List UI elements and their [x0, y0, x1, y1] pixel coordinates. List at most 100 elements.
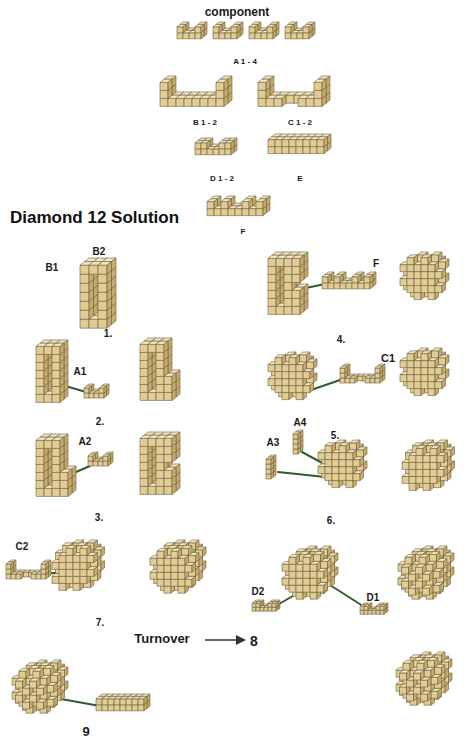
block-face [435, 262, 439, 272]
block-face [444, 546, 448, 556]
block-face [98, 319, 107, 328]
block-face [103, 461, 108, 466]
block-face [73, 583, 80, 590]
assembly [36, 434, 76, 496]
turnover-arrow [205, 635, 246, 645]
block-face [37, 702, 44, 709]
block-face [16, 574, 21, 579]
block-face [178, 558, 185, 565]
block-face [60, 480, 68, 488]
block-face [447, 577, 451, 587]
block-face [58, 687, 62, 697]
block-face [92, 384, 95, 391]
block-face [414, 382, 421, 389]
block-face [275, 386, 282, 393]
block-face [430, 469, 437, 476]
block-face [435, 358, 439, 368]
block-face [428, 279, 435, 286]
block-face [317, 147, 324, 154]
block-face [98, 301, 107, 310]
block-face [140, 352, 148, 360]
block-face [318, 467, 325, 474]
block-face [310, 369, 314, 379]
block-face [402, 581, 409, 588]
block-face [268, 607, 272, 611]
block-face [423, 574, 430, 581]
block-face [325, 446, 332, 453]
block-face [177, 33, 183, 39]
block-face [346, 467, 353, 474]
block-face [364, 277, 370, 283]
block-face [446, 273, 450, 283]
block-face [289, 564, 296, 571]
block-face [350, 443, 357, 450]
block-face [156, 438, 164, 446]
block-face [156, 384, 164, 392]
block-face [335, 553, 339, 563]
block-face [416, 581, 423, 588]
block-face [65, 667, 69, 677]
block-face [171, 579, 178, 586]
block-face [451, 567, 455, 577]
block-face [440, 568, 444, 578]
piece-c [6, 560, 51, 579]
block-face [432, 255, 439, 262]
block-face [99, 393, 104, 398]
block-face [252, 607, 256, 611]
block-face [222, 22, 225, 30]
piece-b [160, 76, 232, 106]
block-face [59, 569, 66, 576]
block-face [423, 588, 430, 595]
block-face [93, 454, 96, 461]
block-face [87, 569, 94, 576]
piece-a [266, 455, 276, 479]
block-face [346, 460, 353, 467]
block-face [36, 370, 44, 378]
block-face [213, 27, 219, 33]
block-face [40, 678, 47, 685]
block-face [310, 147, 317, 154]
block-face [268, 140, 275, 147]
block-face [156, 368, 164, 376]
block-face [334, 277, 340, 283]
block-face [242, 209, 249, 216]
block-face [446, 259, 450, 269]
block-face [303, 147, 310, 154]
block-face [21, 572, 24, 579]
block-face [306, 98, 314, 106]
block-face [317, 561, 321, 571]
block-face [428, 389, 435, 396]
block-face [357, 440, 361, 450]
block-face [216, 90, 224, 98]
block-face [80, 274, 89, 283]
block-face [407, 368, 414, 375]
block-face [300, 355, 307, 362]
block-face [266, 474, 271, 479]
block-face [59, 576, 66, 583]
block-face [36, 464, 44, 472]
block-face [120, 705, 126, 711]
block-face [36, 394, 44, 402]
block-face [447, 563, 451, 573]
block-face [80, 301, 89, 310]
block-face [258, 82, 266, 90]
block-face [126, 705, 132, 711]
block-face [440, 582, 444, 592]
block-face [409, 469, 416, 476]
block-face [437, 455, 444, 462]
block-face [309, 24, 312, 32]
block-face [156, 376, 164, 384]
block-face [293, 444, 298, 449]
block-face [172, 76, 176, 87]
block-face [451, 553, 455, 563]
block-face [36, 378, 44, 386]
block-face [140, 368, 148, 376]
block-face [282, 140, 289, 147]
block-face [289, 358, 296, 365]
block-face [328, 283, 334, 289]
block-face [358, 376, 363, 381]
block-face [328, 274, 331, 282]
block-face [423, 455, 430, 462]
block-face [66, 576, 73, 583]
arrow-head [236, 635, 246, 645]
